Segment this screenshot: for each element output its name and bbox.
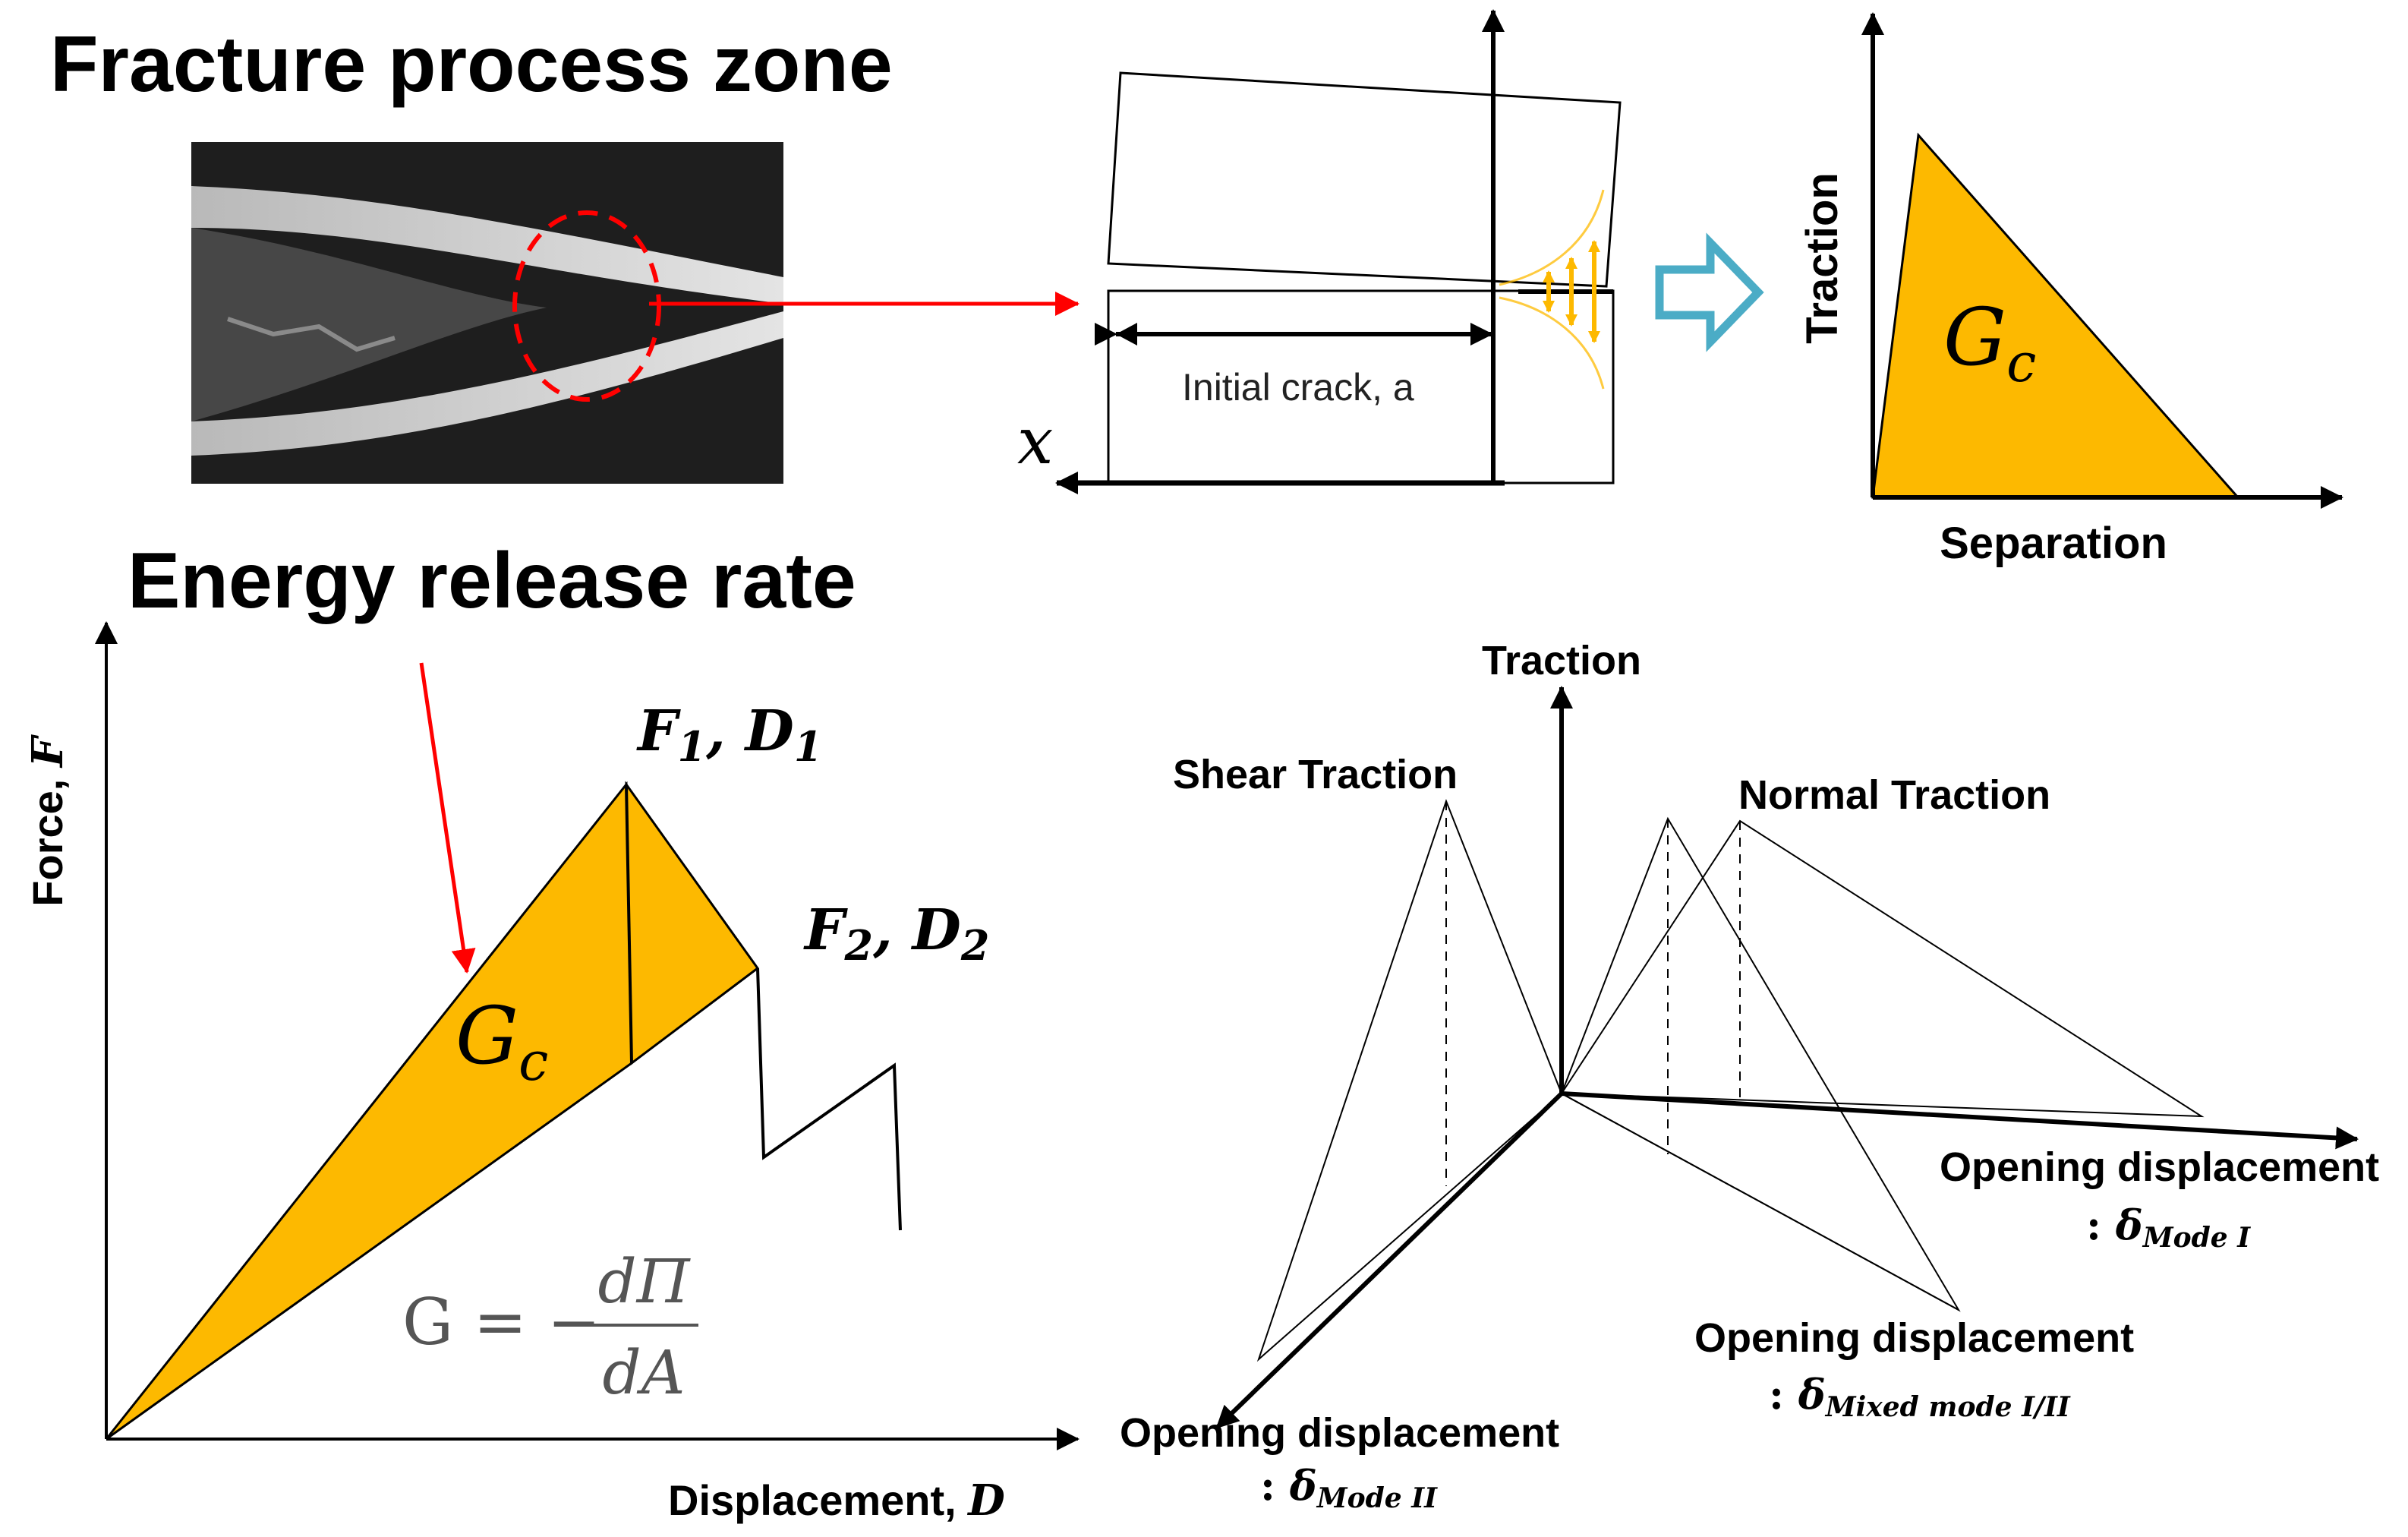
mm-mode1-symbol: : δMode I [2086,1201,2251,1254]
mixed-mode-panel: Traction Shear Traction Normal Traction … [1120,638,2379,1514]
point2-D-sub: 2 [960,921,990,970]
point1-F-sub: 1 [678,722,707,771]
shear-traction-curve [1256,799,1563,1362]
normal-traction-curve [1560,819,2205,1118]
mm-normal-label: Normal Traction [1738,772,2050,818]
err-title: Energy release rate [128,537,856,625]
mm-mixed-sub: Mixed mode I/II [1824,1391,2071,1423]
gc-pointer-arrow [419,662,476,974]
cohesive-zone [1499,189,1613,390]
tsl-y-label: Traction [1798,172,1847,344]
tsl-area-symbol: G [1943,291,2006,383]
tsl-area-subscript: c [2006,332,2036,394]
mm-mode2-sub: Mode II [1316,1482,1438,1514]
tsl-x-label: Separation [1940,519,2167,568]
sawtooth-curve [756,967,902,1231]
point2-F: F [803,898,848,963]
gc-area-second [625,781,760,1065]
point1-label: F1, D1 [636,699,822,771]
formula-lhs: G = − [402,1285,600,1359]
mm-mode2-label: Opening displacement [1120,1410,1559,1456]
mm-mixed-prefix: : [1769,1370,1798,1419]
point1-D: D [744,699,794,764]
crack-schematic: x Initial crack, a [1017,9,1622,494]
mm-traction-label: Traction [1482,638,1641,683]
tsl-area-label: Gc [1943,291,2036,394]
process-zone-highlight [512,210,661,402]
point2-label: F2, D2 [803,898,989,970]
mm-mixed-symbol: : δMixed mode I/II [1769,1370,2071,1423]
mm-mode1-prefix: : [2086,1201,2116,1249]
point1-D-sub: 1 [794,722,823,771]
point1-F: F [636,699,681,764]
err-x-label: Displacement, D [668,1475,1005,1526]
mm-mode1-sub: Mode I [2142,1222,2251,1254]
mm-mixed-label: Opening displacement [1694,1315,2134,1361]
traction-separation-law: Traction Separation Gc [1798,12,2343,568]
hollow-right-arrow-icon [1655,232,1764,352]
mm-mode1-delta: δ [2115,1201,2143,1249]
mm-mode2-delta: δ [1289,1461,1317,1510]
err-y-label-symbol: F [23,734,73,768]
specimen-photo [191,142,783,484]
mm-shear-label: Shear Traction [1173,752,1458,797]
err-y-label: Force, F [23,734,73,907]
fpz-title: Fracture process zone [50,21,893,109]
mm-mode1-label: Opening displacement [1940,1144,2379,1190]
err-area-symbol: G [455,989,518,1082]
mm-mode1-axis [1561,1091,2359,1150]
formula-numerator: dΠ [598,1246,692,1317]
fracture-process-zone-panel: Fracture process zone [50,21,1080,484]
mm-mode2-symbol: : δMode II [1260,1461,1438,1514]
err-x-label-text: Displacement, [668,1476,968,1524]
err-area-label: Gc [455,989,548,1093]
err-formula: G = − dΠ dA [402,1246,698,1408]
unload-line-1 [625,784,633,1064]
x-axis-label: x [1017,404,1053,478]
err-y-label-text: Force, [24,767,71,907]
mm-mode2-axis [1215,1091,1564,1430]
point2-F-sub: 2 [844,921,874,970]
point2-D: D [911,898,961,963]
energy-release-rate-panel: Energy release rate Force, F Displacemen… [23,537,1080,1526]
mixed-mode-curve [1560,816,1961,1312]
upper-beam [1107,71,1622,288]
err-area-subscript: c [518,1030,548,1093]
mm-mixed-delta: δ [1798,1370,1826,1419]
err-x-label-symbol: D [966,1475,1005,1526]
mm-mode2-prefix: : [1260,1461,1290,1510]
initial-crack-label: Initial crack, a [1182,366,1414,409]
tsl-triangle [1871,132,2241,499]
formula-denominator: dA [603,1337,686,1408]
